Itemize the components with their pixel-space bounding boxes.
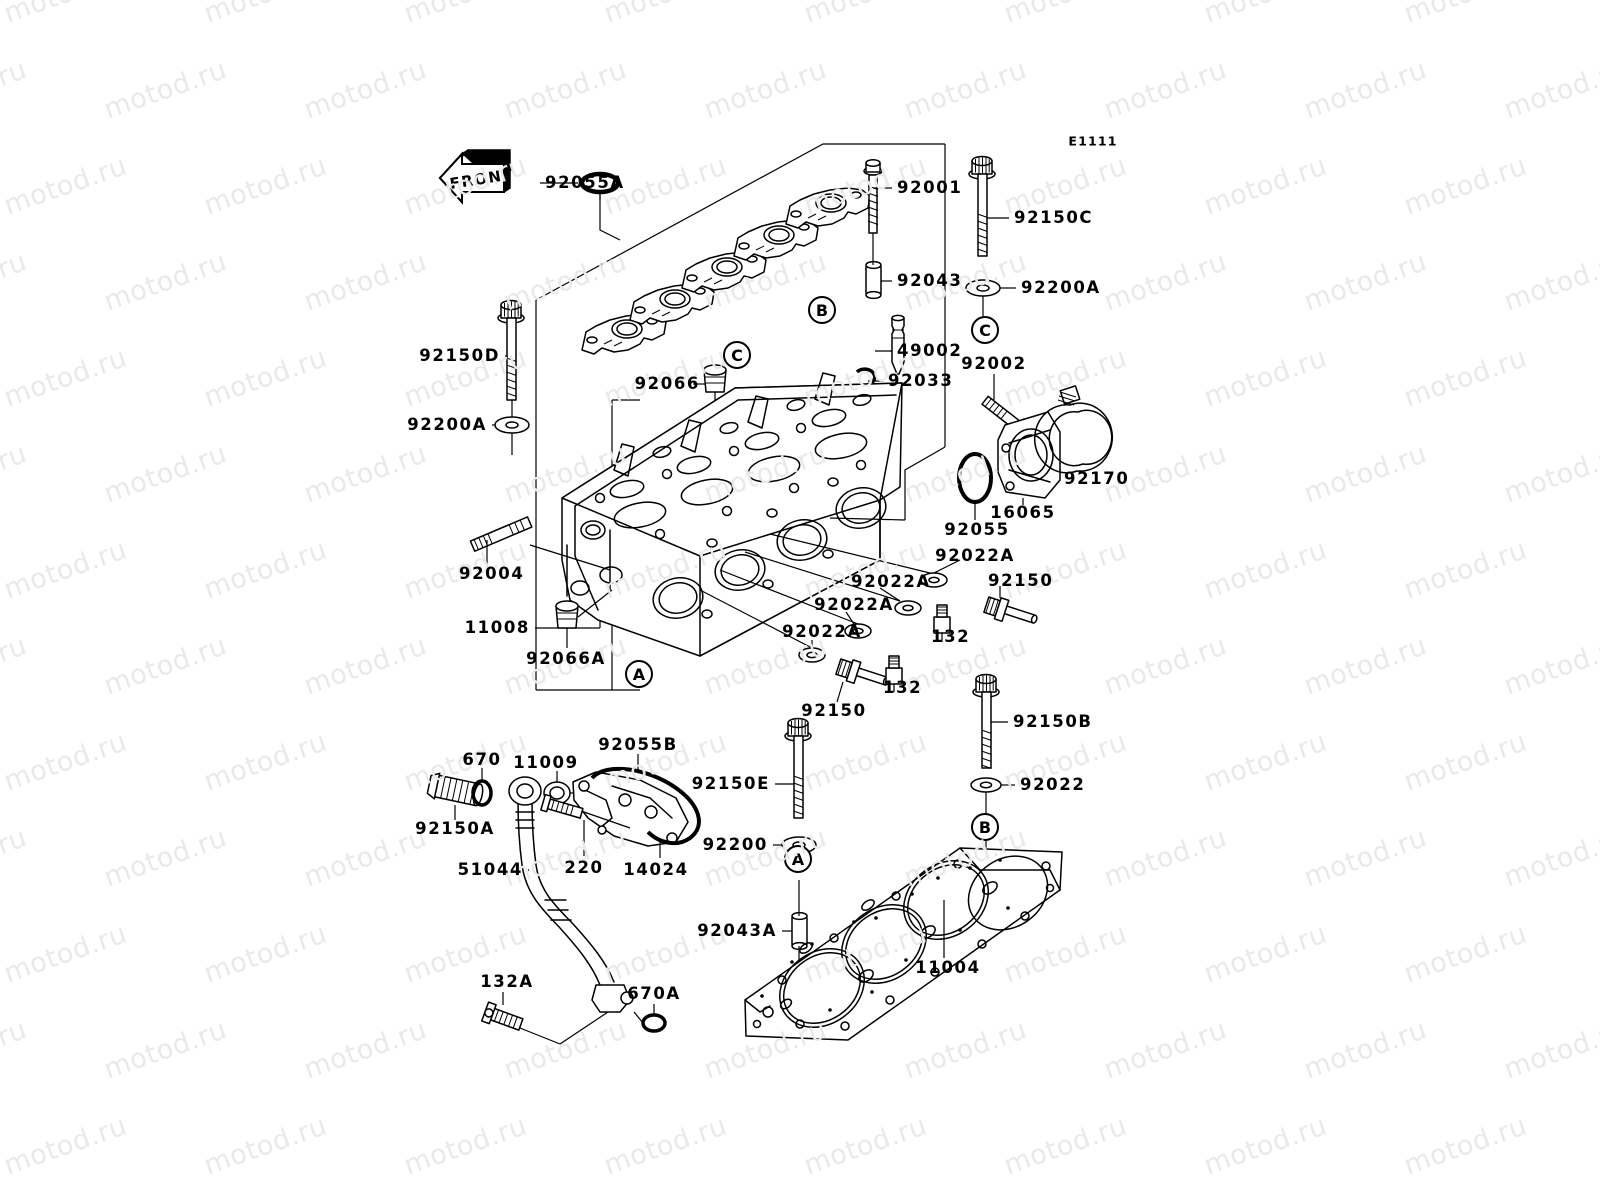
part-label-92150C: 92150C (1014, 207, 1094, 227)
part-49002-valve-guide (875, 314, 905, 375)
part-11008-cylinder-head (535, 372, 903, 657)
part-14024-pipe-cover (572, 771, 689, 858)
callout-letter: C (979, 321, 991, 340)
part-92150-bolt-right (983, 586, 1038, 624)
part-92170-clamp (1033, 385, 1114, 474)
part-label-92200A: 92200A (1021, 277, 1101, 297)
part-label-92150: 92150 (801, 700, 867, 720)
part-label-11009: 11009 (513, 752, 579, 772)
front-arrow-icon: FRONT (438, 149, 515, 205)
washer-2 (879, 587, 922, 616)
part-label-49002: 49002 (897, 340, 963, 360)
part-label-92022A: 92022A (782, 621, 862, 641)
part-92043-dowel (865, 233, 892, 300)
part-11004-head-gasket (744, 847, 1063, 1041)
callout-letter: C (731, 346, 743, 365)
part-92150A-banjo-bolt (426, 772, 484, 820)
part-label-92022: 92022 (1020, 774, 1086, 794)
part-92004-stud (469, 516, 611, 571)
part-92066A-plug (555, 589, 613, 648)
part-label-14024: 14024 (623, 859, 689, 879)
part-92200A-washer-left (492, 416, 530, 434)
washer-3 (844, 611, 872, 639)
part-92150B-bolt (972, 673, 1008, 769)
part-label-11004: 11004 (915, 957, 981, 977)
part-132-stud-left (885, 655, 903, 692)
callout-letter: B (816, 301, 828, 320)
part-label-220: 220 (564, 857, 604, 877)
part-label-92043: 92043 (897, 270, 963, 290)
callout-circle-C (971, 316, 999, 344)
part-label-92022A: 92022A (814, 594, 894, 614)
part-label-51044: 51044 (457, 859, 523, 879)
callout-circle-B (808, 296, 836, 324)
part-label-11008: 11008 (464, 617, 530, 637)
part-92200A-washer-right (965, 279, 1016, 316)
part-132A-stud (480, 992, 609, 1045)
part-label-16065: 16065 (990, 502, 1056, 522)
callout-letter: B (979, 818, 991, 837)
camshaft-bearing-caps (581, 187, 871, 355)
part-label-92055: 92055 (944, 519, 1010, 539)
part-label-92022A: 92022A (935, 545, 1015, 565)
callout-markers: B C C A A B (625, 296, 999, 873)
part-label-92055A: 92055A (545, 172, 625, 192)
callout-circle-B (971, 813, 999, 841)
callout-circle-A (625, 660, 653, 688)
part-label-92033: 92033 (888, 370, 954, 390)
part-label-92170: 92170 (1064, 468, 1130, 488)
part-label-92150A: 92150A (415, 818, 495, 838)
part-label-92150E: 92150E (691, 773, 770, 793)
callout-letter: A (633, 665, 646, 684)
part-label-92022A: 92022A (851, 571, 931, 591)
part-670A-oring (633, 1004, 667, 1033)
part-92150D-bolt (497, 299, 525, 401)
part-670-oring (471, 768, 493, 807)
part-label-132: 132 (883, 677, 923, 697)
washer-4 (798, 640, 826, 663)
part-92055B-oring (590, 754, 701, 846)
part-label-92150B: 92150B (1013, 711, 1093, 731)
part-92150E-bolt (775, 717, 812, 819)
parts-92022A-washers (699, 517, 961, 663)
callout-letter: A (792, 850, 805, 869)
washer-1 (920, 559, 961, 588)
reference-code: E1111 (1068, 133, 1118, 149)
part-label-92200: 92200 (702, 834, 768, 854)
part-label-92004: 92004 (459, 563, 525, 583)
part-label-92001: 92001 (897, 177, 963, 197)
part-label-92055B: 92055B (598, 734, 678, 754)
part-label-92002: 92002 (961, 353, 1027, 373)
callout-circle-A (784, 845, 812, 873)
part-label-92150: 92150 (988, 570, 1054, 590)
part-label-670: 670 (462, 749, 502, 769)
part-16065-carb-holder (997, 411, 1061, 505)
part-92055A-oring (540, 171, 621, 200)
part-label-132A: 132A (480, 971, 534, 991)
part-92055-oring (957, 452, 993, 520)
part-92150C-bolt (968, 155, 1009, 257)
part-label-132: 132 (931, 626, 971, 646)
part-132-stud-right (933, 604, 951, 642)
part-label-92043A: 92043A (697, 920, 777, 940)
part-220-screw (540, 793, 631, 856)
part-label-670A: 670A (627, 983, 681, 1003)
part-51044-oil-pipe (508, 776, 634, 1013)
part-label-92150D: 92150D (419, 345, 500, 365)
callout-circle-C (723, 341, 751, 369)
part-label-92200A: 92200A (407, 414, 487, 434)
part-label-92066A: 92066A (526, 648, 606, 668)
part-label-92066: 92066 (634, 373, 700, 393)
